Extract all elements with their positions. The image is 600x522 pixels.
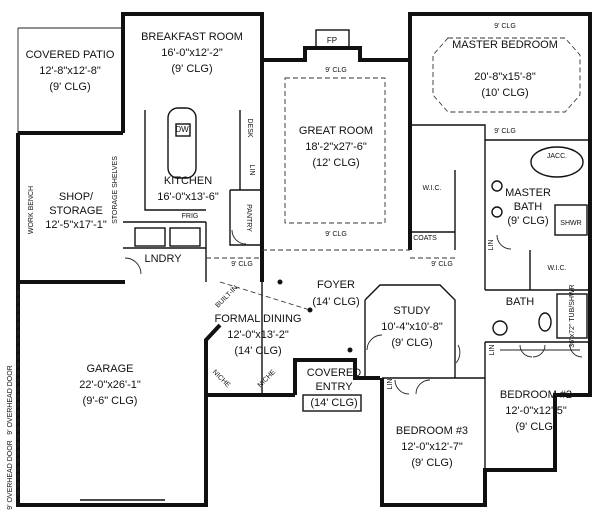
- overhead-door-bottom-label: 9' OVERHEAD DOOR: [7, 440, 14, 509]
- kitchen-dim: 16'-0"x13'-6": [157, 191, 219, 203]
- covered-entry-name2: ENTRY: [315, 381, 353, 393]
- master-bedroom-clg: (10' CLG): [481, 87, 528, 99]
- breakfast-room-dim: 16'-0"x12'-2": [161, 47, 223, 59]
- kitchen-island: [167, 107, 197, 179]
- master-lin-label: LIN: [488, 240, 495, 251]
- study-lin-label: LIN: [387, 379, 394, 390]
- dishwasher-label: DW: [175, 125, 189, 134]
- clg-kitchen-passage-label: 9' CLG: [231, 261, 253, 268]
- formal-dining-dim: 12'-0"x13'-2": [227, 329, 289, 341]
- kitchen-name: KITCHEN: [164, 175, 212, 187]
- formal-dining-clg: (14' CLG): [234, 345, 281, 357]
- great-room-dim: 18'-2"x27'-6": [305, 141, 367, 153]
- jacuzzi-label: JACC.: [547, 153, 567, 160]
- covered-patio-name: COVERED PATIO: [26, 49, 115, 61]
- bedroom2-clg: (9' CLG): [515, 421, 556, 433]
- foyer-clg: (14' CLG): [312, 296, 359, 308]
- garage-name: GARAGE: [86, 363, 133, 375]
- interior-walls: [123, 60, 590, 505]
- shop-storage-name1: SHOP/: [59, 191, 94, 203]
- bath-name: BATH: [506, 296, 535, 308]
- fixtures: [17, 29, 588, 506]
- clg-hall-label: 9' CLG: [431, 261, 453, 268]
- formal-dining-name: FORMAL DINING: [215, 313, 302, 325]
- wic-master-label: W.I.C.: [422, 185, 441, 192]
- foyer-name: FOYER: [317, 279, 355, 291]
- lndry-name: LNDRY: [144, 253, 182, 265]
- covered-entry-clg: (14' CLG): [310, 397, 357, 409]
- frig-label: FRIG: [182, 213, 199, 220]
- ceiling-outlines: [206, 37, 581, 259]
- study-clg: (9' CLG): [391, 337, 432, 349]
- built-in-label: BUILT-IN: [214, 284, 239, 309]
- master-bath-name1: MASTER: [505, 187, 551, 199]
- master-bath-clg: (9' CLG): [507, 215, 548, 227]
- kitchen-lin-label: LIN: [248, 165, 255, 176]
- dishwasher-box: [175, 123, 191, 137]
- niche-left-label: NICHE: [211, 369, 232, 390]
- shop-storage-name2: STORAGE: [49, 205, 103, 217]
- study-name: STUDY: [393, 305, 431, 317]
- garage-dim: 22'-0"x26'-1": [79, 379, 141, 391]
- master-bedroom-name: MASTER BEDROOM: [452, 39, 558, 51]
- bath-lin-label: LIN: [489, 345, 496, 356]
- pantry-label: PANTRY: [245, 204, 252, 232]
- clg-master-top-label: 9' CLG: [494, 23, 516, 30]
- niche-right-label: NICHE: [257, 369, 278, 390]
- master-bath-name2: BATH: [514, 201, 543, 213]
- room-labels: COVERED PATIO 12'-8"x12'-8" (9' CLG) BRE…: [26, 31, 572, 469]
- covered-patio-dim: 12'-8"x12'-8": [39, 65, 101, 77]
- great-room-clg: (12' CLG): [312, 157, 359, 169]
- great-room-name: GREAT ROOM: [299, 125, 373, 137]
- breakfast-room-name: BREAKFAST ROOM: [141, 31, 243, 43]
- breakfast-room-clg: (9' CLG): [171, 63, 212, 75]
- work-bench-label: WORK BENCH: [28, 186, 35, 234]
- covered-patio-clg: (9' CLG): [49, 81, 90, 93]
- covered-entry-name1: COVERED: [307, 367, 361, 379]
- fireplace: [315, 29, 350, 49]
- jacuzzi-tub: [530, 146, 584, 178]
- tub-shower-label: 36"x72" TUB/SHWR: [569, 284, 576, 347]
- study-dim: 10'-4"x10'-8": [381, 321, 443, 333]
- bedroom2-name: BEDROOM #2: [500, 389, 572, 401]
- coats-label: COATS: [413, 235, 437, 242]
- clg-master-bottom-label: 9' CLG: [494, 128, 516, 135]
- clg-great-bottom-label: 9' CLG: [325, 231, 347, 238]
- wic-bath-label: W.I.C.: [547, 265, 566, 272]
- bedroom2-dim: 12'-0"x12'-5": [505, 405, 567, 417]
- master-bedroom-dim: 20'-8"x15'-8": [474, 71, 536, 83]
- desk-label: DESK: [246, 118, 253, 137]
- bedroom3-name: BEDROOM #3: [396, 425, 468, 437]
- shop-storage-dim: 12'-5"x17'-1": [45, 219, 107, 231]
- bedroom3-dim: 12'-0"x12'-7": [401, 441, 463, 453]
- garage-clg: (9'-6" CLG): [83, 395, 138, 407]
- bedroom3-clg: (9' CLG): [411, 457, 452, 469]
- fireplace-label: FP: [327, 36, 337, 45]
- storage-shelves-label: STORAGE SHELVES: [112, 156, 119, 224]
- door-swings: [124, 229, 583, 395]
- shower-label: SHWR: [560, 220, 581, 227]
- clg-fireplace-label: 9' CLG: [325, 67, 347, 74]
- overhead-door-left-label: 9' OVERHEAD DOOR: [7, 365, 14, 434]
